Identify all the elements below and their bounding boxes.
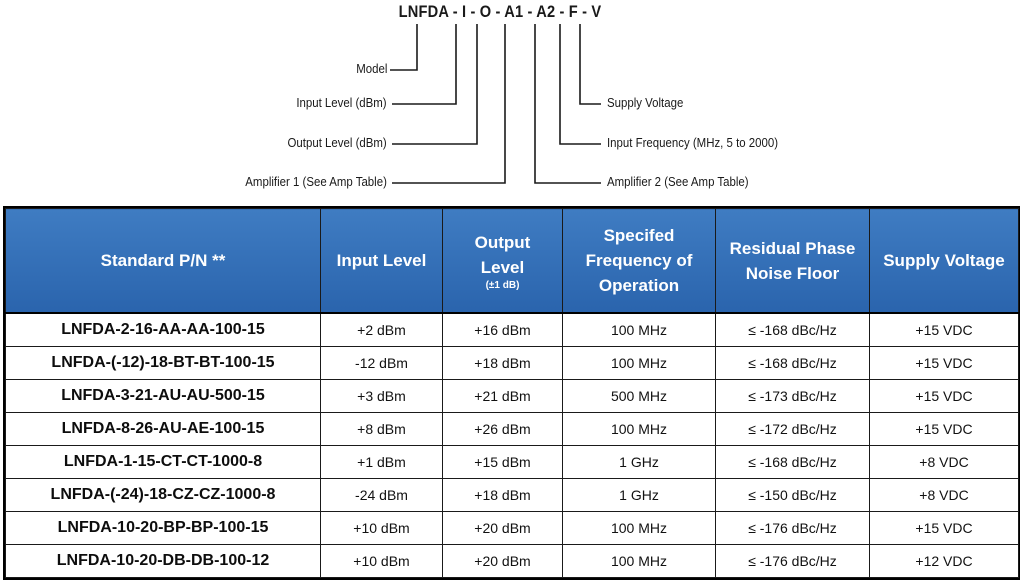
- cell-phase-noise: ≤ -168 dBc/Hz: [715, 346, 870, 380]
- cell-part-number: LNFDA-1-15-CT-CT-1000-8: [5, 444, 321, 479]
- cell-input-level: +2 dBm: [320, 312, 443, 347]
- cell-phase-noise: ≤ -176 dBc/Hz: [715, 510, 870, 545]
- cell-input-level: +3 dBm: [320, 378, 443, 413]
- cell-phase-noise: ≤ -172 dBc/Hz: [715, 411, 870, 446]
- leader-amplifier-2: [534, 24, 601, 184]
- leader-supply-voltage: [579, 24, 601, 105]
- cell-frequency: 1 GHz: [562, 477, 716, 512]
- label-input-level: Input Level (dBm): [296, 95, 387, 110]
- leader-input-frequency: [559, 24, 601, 145]
- cell-part-number: LNFDA-3-21-AU-AU-500-15: [5, 378, 321, 413]
- cell-phase-noise: ≤ -168 dBc/Hz: [715, 312, 870, 347]
- cell-output-level: +18 dBm: [442, 477, 563, 512]
- cell-frequency: 100 MHz: [562, 346, 716, 380]
- cell-frequency: 100 MHz: [562, 510, 716, 545]
- table-row: LNFDA-(-12)-18-BT-BT-100-15-12 dBm+18 dB…: [5, 346, 1019, 380]
- column-header-phase-noise: Residual Phase Noise Floor: [715, 208, 870, 314]
- cell-frequency: 500 MHz: [562, 378, 716, 413]
- cell-output-level: +18 dBm: [442, 346, 563, 380]
- cell-output-level: +21 dBm: [442, 378, 563, 413]
- cell-input-level: -24 dBm: [320, 477, 443, 512]
- cell-phase-noise: ≤ -173 dBc/Hz: [715, 378, 870, 413]
- spec-table: Standard P/N ** Input Level Output Level…: [3, 206, 1020, 580]
- cell-input-level: +10 dBm: [320, 543, 443, 579]
- cell-input-level: +10 dBm: [320, 510, 443, 545]
- cell-part-number: LNFDA-10-20-DB-DB-100-12: [5, 543, 321, 579]
- label-output-level: Output Level (dBm): [287, 135, 387, 150]
- cell-supply-voltage: +8 VDC: [869, 477, 1019, 512]
- cell-part-number: LNFDA-10-20-BP-BP-100-15: [5, 510, 321, 545]
- cell-part-number: LNFDA-(-12)-18-BT-BT-100-15: [5, 346, 321, 380]
- cell-supply-voltage: +15 VDC: [869, 312, 1019, 347]
- table-row: LNFDA-(-24)-18-CZ-CZ-1000-8-24 dBm+18 dB…: [5, 477, 1019, 512]
- cell-frequency: 100 MHz: [562, 411, 716, 446]
- cell-output-level: +20 dBm: [442, 510, 563, 545]
- cell-phase-noise: ≤ -168 dBc/Hz: [715, 444, 870, 479]
- cell-output-level: +16 dBm: [442, 312, 563, 347]
- cell-output-level: +26 dBm: [442, 411, 563, 446]
- label-model: Model: [355, 61, 387, 76]
- cell-input-level: -12 dBm: [320, 346, 443, 380]
- cell-part-number: LNFDA-(-24)-18-CZ-CZ-1000-8: [5, 477, 321, 512]
- leader-amplifier-1: [392, 24, 506, 184]
- cell-part-number: LNFDA-2-16-AA-AA-100-15: [5, 312, 321, 347]
- part-number-code: LNFDA - I - O - A1 - A2 - F - V: [398, 2, 602, 21]
- cell-phase-noise: ≤ -176 dBc/Hz: [715, 543, 870, 579]
- label-input-frequency: Input Frequency (MHz, 5 to 2000): [607, 135, 779, 150]
- cell-part-number: LNFDA-8-26-AU-AE-100-15: [5, 411, 321, 446]
- label-amplifier-1: Amplifier 1 (See Amp Table): [245, 174, 387, 189]
- label-amplifier-2: Amplifier 2 (See Amp Table): [607, 174, 749, 189]
- cell-phase-noise: ≤ -150 dBc/Hz: [715, 477, 870, 512]
- diagram-leader-lines: [390, 24, 601, 184]
- column-header-output-level: Output Level (±1 dB): [442, 208, 563, 314]
- leader-input-level: [392, 24, 457, 105]
- cell-output-level: +20 dBm: [442, 543, 563, 579]
- column-header-part-number: Standard P/N **: [5, 208, 321, 314]
- cell-frequency: 100 MHz: [562, 543, 716, 579]
- table-header-row: Standard P/N ** Input Level Output Level…: [5, 208, 1019, 314]
- leader-model: [390, 24, 418, 71]
- cell-supply-voltage: +15 VDC: [869, 411, 1019, 446]
- cell-supply-voltage: +15 VDC: [869, 346, 1019, 380]
- part-number-diagram: LNFDA - I - O - A1 - A2 - F - V Model In: [0, 0, 1024, 200]
- leader-output-level: [392, 24, 478, 145]
- cell-frequency: 1 GHz: [562, 444, 716, 479]
- cell-output-level: +15 dBm: [442, 444, 563, 479]
- column-header-input-level: Input Level: [320, 208, 443, 314]
- cell-input-level: +8 dBm: [320, 411, 443, 446]
- label-supply-voltage: Supply Voltage: [607, 95, 684, 110]
- cell-supply-voltage: +8 VDC: [869, 444, 1019, 479]
- cell-supply-voltage: +15 VDC: [869, 378, 1019, 413]
- cell-input-level: +1 dBm: [320, 444, 443, 479]
- column-header-frequency: Specifed Frequency of Operation: [562, 208, 716, 314]
- cell-supply-voltage: +12 VDC: [869, 543, 1019, 579]
- cell-supply-voltage: +15 VDC: [869, 510, 1019, 545]
- cell-frequency: 100 MHz: [562, 312, 716, 347]
- column-header-supply-voltage: Supply Voltage: [869, 208, 1019, 314]
- column-header-output-level-tolerance: (±1 dB): [485, 279, 520, 291]
